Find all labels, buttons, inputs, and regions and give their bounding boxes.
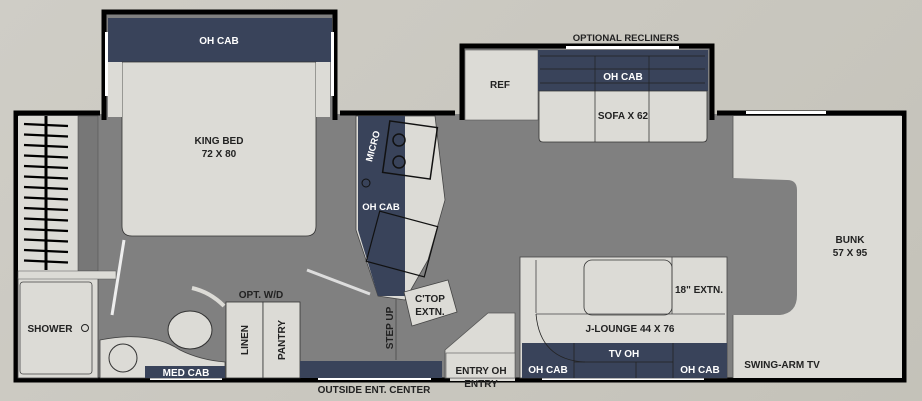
linen-label: LINEN [240,325,251,355]
sofa-slideout [459,43,715,143]
bed-slideout [101,9,338,237]
hanger-line [23,217,69,222]
dinette-table[interactable] [583,259,673,316]
bunk[interactable] [733,116,902,378]
tv-oh-label: TV OH [609,349,640,360]
sofa[interactable] [538,90,708,143]
ctop-extension-label: C'TOP [415,294,445,305]
bed-oh-cab-label: OH CAB [199,36,238,47]
bath-door[interactable] [110,239,126,316]
optional-recliners-label: OPTIONAL RECLINERS [573,33,679,44]
j-lounge[interactable] [519,256,728,379]
hanger-line [23,259,69,264]
countertop-extension[interactable] [403,279,458,327]
hanger-line [23,122,69,128]
outside-ent-center-label: OUTSIDE ENT. CENTER [318,385,432,396]
hanger-line [23,133,69,138]
pantry[interactable] [262,301,301,379]
swing-arm-tv-label: SWING-ARM TV [744,360,820,371]
bedroom-door[interactable] [306,268,371,296]
bunk-label: BUNK [836,235,866,246]
kitchen-oh-cab-label: OH CAB [362,202,400,213]
outside-ent-center [300,361,442,378]
hanger-line [23,185,69,191]
opt-wd-label: OPT. W/D [239,290,283,301]
refrigerator [464,49,539,121]
hanger-line [23,238,69,243]
lounge-oh-cabs [522,343,727,378]
lounge-oh-cab-left-label: OH CAB [528,365,567,376]
hanger-line [23,164,69,170]
j-lounge-label: J-LOUNGE 44 X 76 [586,324,675,335]
hanger-line [23,227,69,233]
king-bed-size: 72 X 80 [202,149,237,160]
ref-label: REF [490,80,510,91]
sofa-oh-cab-label: OH CAB [603,72,642,83]
entry-oh-label: ENTRY OH [455,366,506,377]
extension-label: 18" EXTN. [675,285,723,296]
hanger-line [23,206,69,212]
bed-oh-cab [108,18,332,62]
linen-closet[interactable] [225,301,264,379]
king-bed-label: KING BED [195,136,244,147]
bunk-size: 57 X 95 [833,248,868,259]
shower-label: SHOWER [28,324,74,335]
hanger-line [23,196,69,201]
step-up-label: STEP UP [385,306,396,349]
toilet [167,310,213,350]
hanger-line [23,248,69,254]
hanger-line [23,175,69,180]
pantry-label: PANTRY [277,320,288,360]
entry-label: ENTRY [464,379,498,390]
lounge-oh-cab-right-label: OH CAB [680,365,719,376]
sofa-oh-cab [538,50,708,91]
kitchen [355,115,446,301]
med-cab-label: MED CAB [163,368,210,379]
wardrobe [18,115,99,272]
med-cab [145,366,225,378]
king-bed[interactable] [121,61,317,237]
sofa-label: SOFA X 62 [598,111,649,122]
drain-icon [81,324,89,332]
sink [108,343,138,373]
ctop-extension-label-2: EXTN. [415,307,445,318]
hanger-line [23,154,69,159]
hanger-line [23,143,69,149]
shower[interactable] [17,277,99,379]
stove[interactable] [381,120,439,180]
kitchen-sink[interactable] [365,210,439,278]
